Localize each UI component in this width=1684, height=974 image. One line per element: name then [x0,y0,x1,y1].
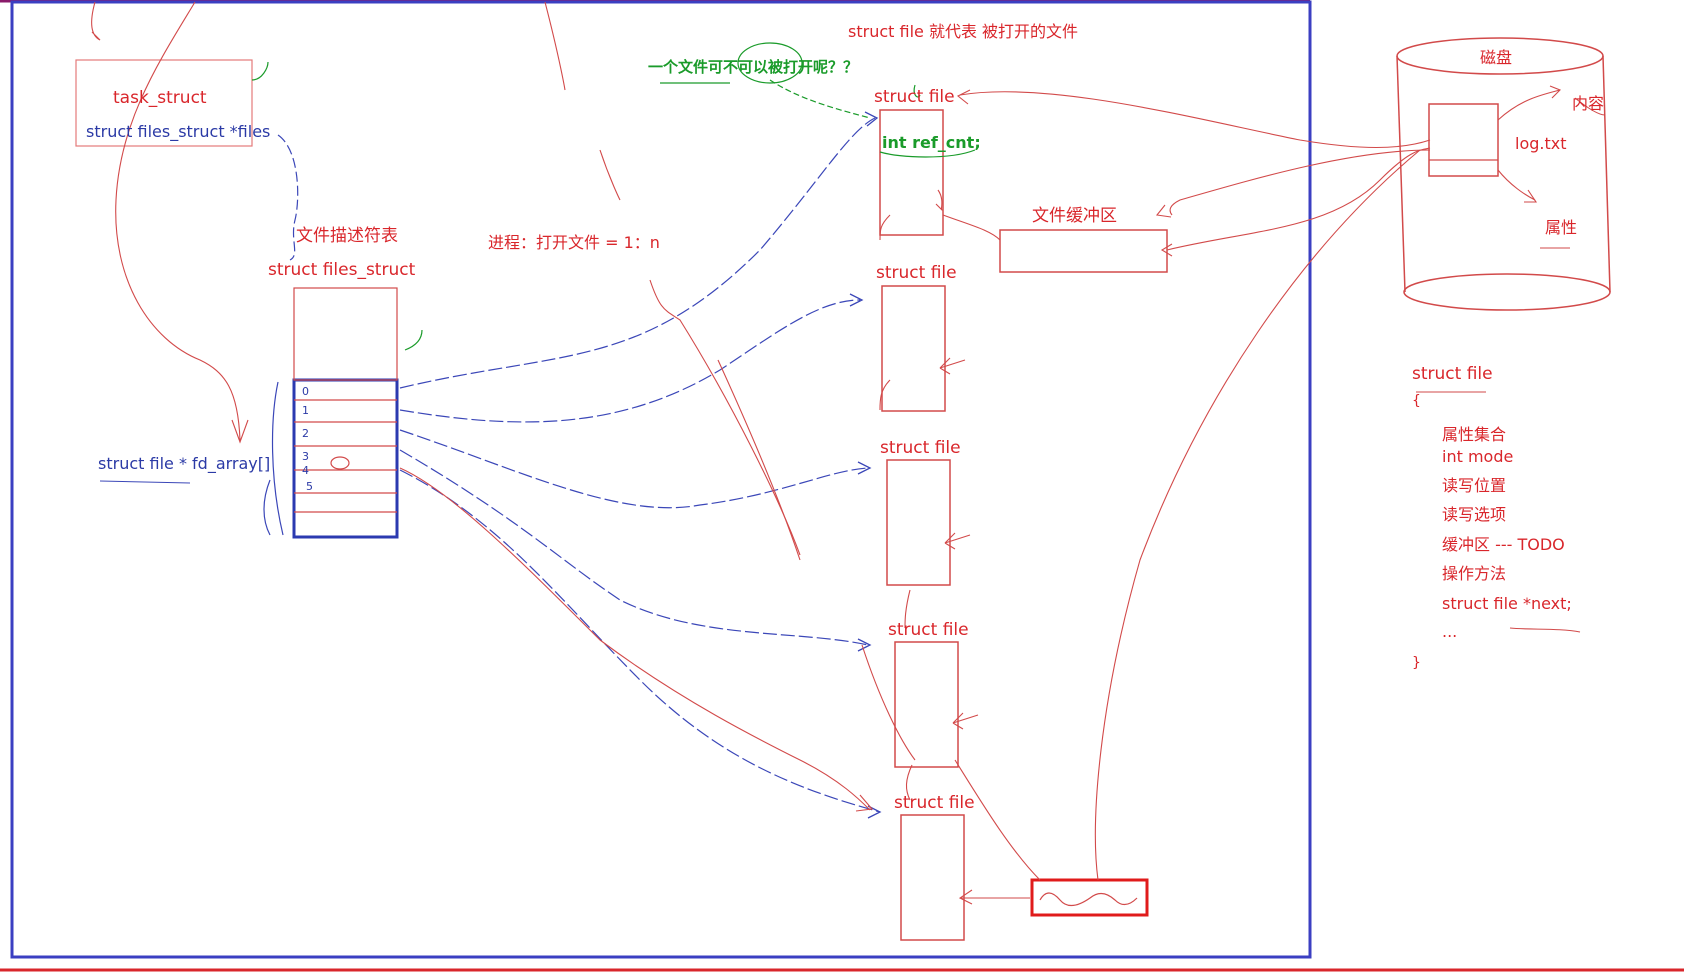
process-frame [10,0,1312,959]
struct-def-field-4: 缓冲区 --- TODO [1442,535,1565,554]
struct-def-field-0: 属性集合 [1442,425,1507,444]
task-files-field: struct files_struct *files [86,122,271,141]
struct-file-box-2 [881,285,946,412]
struct-def-field-5: 操作方法 [1442,564,1507,583]
process-note: 进程：打开文件 = 1：n [488,233,660,252]
disk-attr-label: 属性 [1545,218,1578,237]
file-buffer-label: 文件缓冲区 [1032,206,1117,226]
disk-cylinder [1396,37,1611,311]
struct-def-field-1: int mode [1442,447,1514,466]
fd-index-1: 1 [302,404,309,417]
struct-file-box-4 [894,641,959,768]
task-struct-box [75,59,253,147]
struct-def-field-6: struct file *next; [1442,594,1572,613]
fd-index-5: 5 [306,480,313,493]
disk-file-name: log.txt [1515,134,1567,153]
file-buffer-box [999,229,1168,273]
fd-index-2: 2 [302,427,309,440]
question-note: 一个文件可不可以被打开呢？？ [648,58,859,76]
struct-file-label-1: struct file [874,87,955,107]
struct-def-open-brace: { [1412,393,1421,409]
struct-def-field-2: 读写位置 [1442,476,1507,495]
next-ref-box [1030,878,1149,917]
disk-content-label: 内容 [1572,94,1605,113]
struct-file-label-4: struct file [888,620,969,640]
struct-file-box-1 [879,109,944,236]
top-note: struct file 就代表 被打开的文件 [848,22,1079,41]
struct-def-field-7: ... [1442,622,1458,641]
struct-def-header: struct file [1412,364,1493,384]
struct-file-label-3: struct file [880,438,961,458]
ref-cnt-field: int ref_cnt; [882,133,981,152]
files-struct-box [293,287,398,381]
red-annotation-strokes [91,1,1606,905]
struct-file-box-5 [900,814,965,941]
struct-file-label-2: struct file [876,263,957,283]
struct-def-close-brace: } [1412,655,1421,671]
fd-index-0: 0 [302,385,309,398]
fd-index-3: 3 [302,450,309,463]
task-struct-title: task_struct [113,88,207,108]
blue-arrow-heads [849,111,882,819]
files-struct-title: struct files_struct [268,260,416,280]
fd-array-rows [294,399,397,513]
fd-array-label: struct file * fd_array[] [98,454,271,473]
struct-def-field-3: 读写选项 [1442,505,1507,524]
struct-file-box-3 [886,459,951,586]
log-txt-box [1428,103,1499,177]
green-annotation-strokes [251,42,976,351]
struct-file-label-5: struct file [894,793,975,813]
disk-title: 磁盘 [1480,48,1513,67]
fd-table-caption: 文件描述符表 [296,226,398,246]
fd-to-file-arrows [399,117,881,813]
fd-index-4: 4 [302,464,309,477]
